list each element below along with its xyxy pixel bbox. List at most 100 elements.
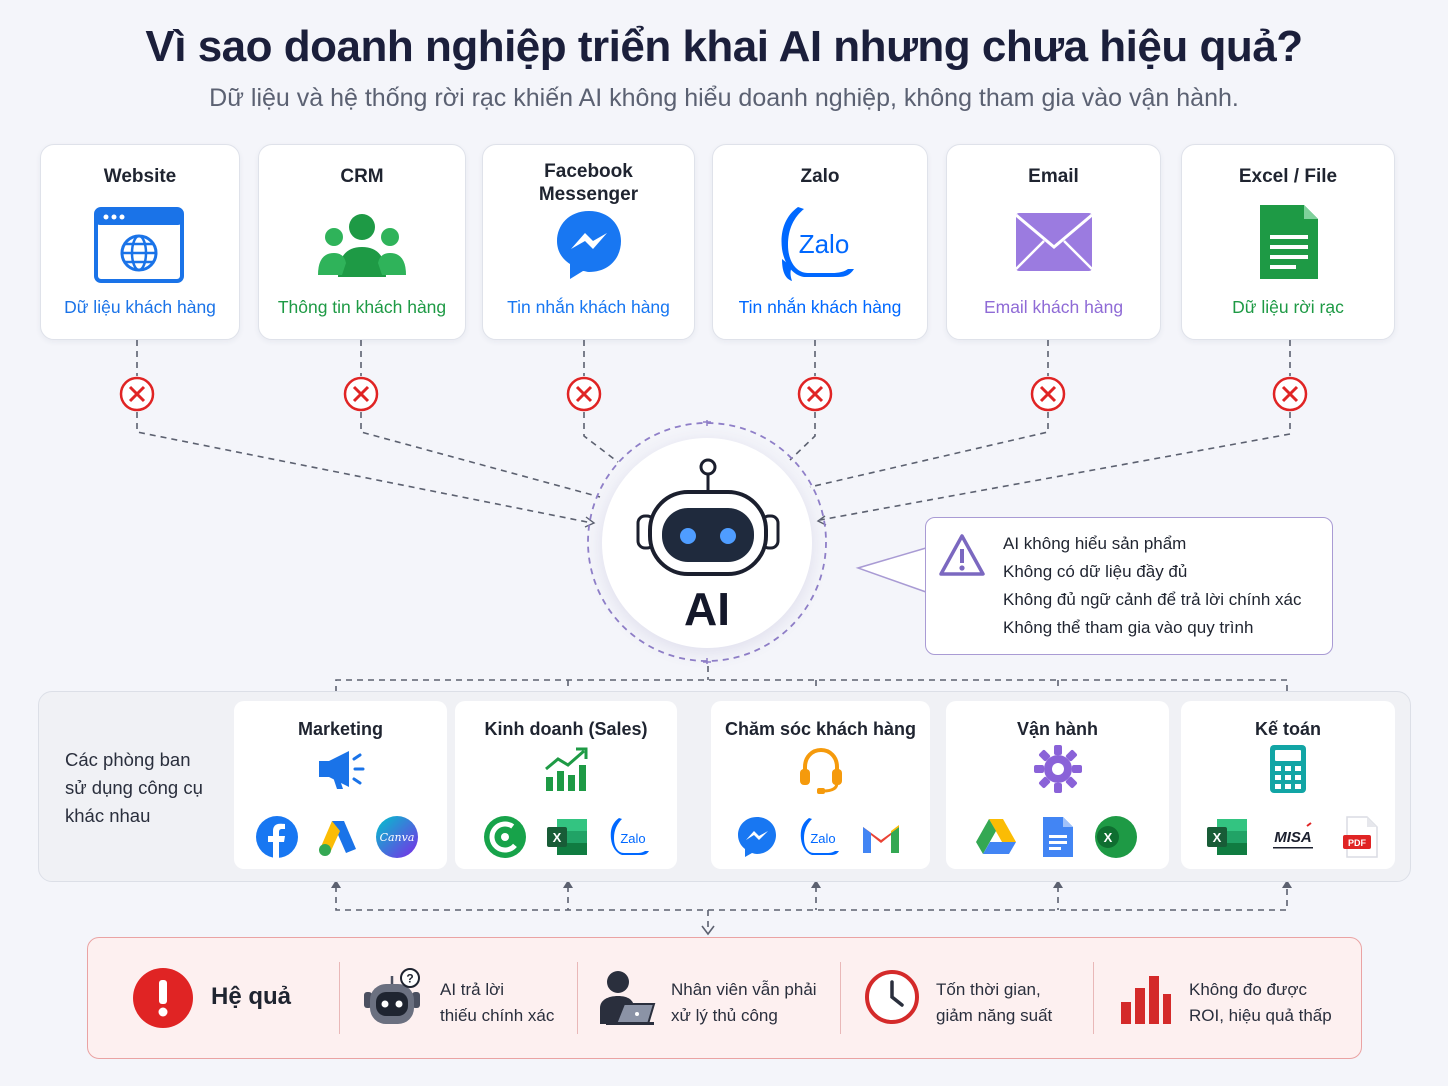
excel-icon: X (1207, 819, 1247, 855)
error-x-icon (1272, 376, 1308, 412)
department-card-sales: Kinh doanh (Sales) X Zalo (455, 701, 677, 869)
consequences-title: Hệ quả (211, 983, 292, 1010)
divider (1093, 962, 1094, 1034)
excel-round-icon: X (1095, 816, 1137, 858)
robot-question-icon: ? (364, 968, 420, 1024)
department-title: Kế toán (1254, 719, 1321, 739)
source-subtitle: Thông tin khách hàng (277, 297, 447, 317)
warning-line: Không có dữ liệu đầy đủ (1003, 562, 1188, 581)
source-title: Zalo (800, 166, 840, 187)
consequence-text: Không đo được ROI, hiệu quả thấp (1189, 977, 1332, 1029)
exclamation-alert-icon (133, 968, 193, 1028)
canva-icon: Canva (376, 816, 418, 858)
departments-caption: Các phòng ban sử dụng công cụ khác nhau (65, 746, 203, 830)
ai-limitations-box: AI không hiểu sản phẩm Không có dữ liệu … (925, 517, 1333, 655)
svg-text:?: ? (406, 972, 413, 986)
consequence-line: ROI, hiệu quả thấp (1189, 1006, 1332, 1025)
consequence-text: Tốn thời gian, giảm năng suất (936, 977, 1052, 1029)
excel-icon: X (547, 819, 587, 855)
messenger-icon (556, 211, 621, 279)
gear-icon (1033, 745, 1082, 793)
source-subtitle: Tin nhắn khách hàng (507, 297, 670, 317)
department-title: Marketing (297, 719, 384, 739)
error-x-icon (1030, 376, 1066, 412)
source-subtitle: Tin nhắn khách hàng (738, 297, 902, 317)
source-card-website: Website Dữ liệu khách hàng (40, 144, 240, 340)
zalo-label: Zalo (620, 831, 645, 846)
growth-chart-icon (545, 747, 588, 791)
megaphone-icon (318, 751, 364, 789)
consequence-line: Nhân viên vẫn phải (671, 980, 817, 999)
source-title: CRM (340, 166, 384, 187)
consequence-line: Tốn thời gian, (936, 980, 1041, 999)
pdf-icon: PDF (1343, 816, 1378, 858)
zalo-icon: Zalo (800, 818, 839, 855)
robot-icon (636, 458, 780, 576)
browser-globe-icon (94, 207, 184, 283)
warning-line: Không thể tham gia vào quy trình (1003, 618, 1254, 637)
source-title: Facebook Messenger (538, 161, 639, 205)
department-title: Kinh doanh (Sales) (484, 719, 648, 739)
caption-line: khác nhau (65, 805, 151, 826)
page-subtitle: Dữ liệu và hệ thống rời rạc khiến AI khô… (209, 84, 1239, 112)
source-card-zalo: Zalo Zalo Tin nhắn khách hàng (712, 144, 928, 340)
divider (840, 962, 841, 1034)
caption-line: Các phòng ban (65, 749, 191, 770)
google-drive-icon (976, 819, 1016, 854)
source-card-crm: CRM Thông tin khách hàng (258, 144, 466, 340)
page-title: Vì sao doanh nghiệp triển khai AI nhưng … (145, 22, 1303, 71)
consequence-line: AI trả lời (440, 980, 505, 999)
zalo-logo-text: Zalo (799, 229, 850, 259)
zalo-icon: Zalo (781, 207, 854, 281)
pdf-label: PDF (1348, 838, 1367, 848)
consequence-line: thiếu chính xác (440, 1006, 555, 1025)
source-subtitle: Dữ liệu rời rạc (1232, 297, 1344, 317)
department-card-customer-care: Chăm sóc khách hàng Zalo (711, 701, 930, 869)
consequence-text: Nhân viên vẫn phải xử lý thủ công (671, 977, 817, 1029)
warning-line: Không đủ ngữ cảnh để trả lời chính xác (1003, 590, 1302, 609)
excel-label: X (1213, 830, 1222, 845)
divider (577, 962, 578, 1034)
error-x-icon (566, 376, 602, 412)
source-title: Website (103, 166, 177, 187)
caption-line: sử dụng công cụ (65, 777, 203, 798)
consequence-line: Không đo được (1189, 980, 1307, 999)
ai-dashed-ring (587, 420, 827, 664)
zalo-icon: Zalo (610, 818, 649, 855)
source-subtitle: Email khách hàng (983, 297, 1124, 317)
person-laptop-icon (600, 971, 656, 1025)
crm-c-icon (484, 816, 526, 858)
zalo-label: Zalo (810, 831, 835, 846)
facebook-icon (256, 816, 298, 858)
divider (339, 962, 340, 1034)
warning-line: AI không hiểu sản phẩm (1003, 534, 1187, 553)
consequence-line: giảm năng suất (936, 1006, 1053, 1025)
source-card-excel-file: Excel / File Dữ liệu rời rạc (1181, 144, 1395, 340)
google-docs-icon (1043, 817, 1073, 857)
gmail-icon (863, 825, 899, 853)
warning-triangle-icon (939, 534, 985, 576)
misa-label: MISA (1274, 829, 1312, 846)
source-title: Excel / File (1238, 166, 1338, 187)
error-x-icon (797, 376, 833, 412)
ai-label: AI (684, 583, 730, 635)
error-x-icon (119, 376, 155, 412)
google-ads-icon (319, 821, 356, 856)
error-x-icon (343, 376, 379, 412)
source-card-messenger: Facebook Messenger Tin nhắn khách hàng (482, 144, 695, 340)
excel-label: X (1104, 830, 1113, 845)
source-subtitle: Dữ liệu khách hàng (64, 297, 216, 317)
department-card-operations: Vận hành X (946, 701, 1169, 869)
excel-label: X (553, 830, 562, 845)
department-card-marketing: Marketing Canva (234, 701, 447, 869)
consequence-text: AI trả lời thiếu chính xác (440, 977, 554, 1029)
consequence-line: xử lý thủ công (671, 1006, 778, 1025)
people-group-icon (318, 214, 406, 277)
calculator-icon (1270, 745, 1306, 793)
department-title: Vận hành (1016, 719, 1098, 739)
source-title: Email (1028, 166, 1079, 187)
spreadsheet-file-icon (1260, 205, 1318, 279)
envelope-icon (1014, 213, 1093, 271)
clock-icon (865, 970, 919, 1024)
headset-icon (799, 747, 842, 794)
